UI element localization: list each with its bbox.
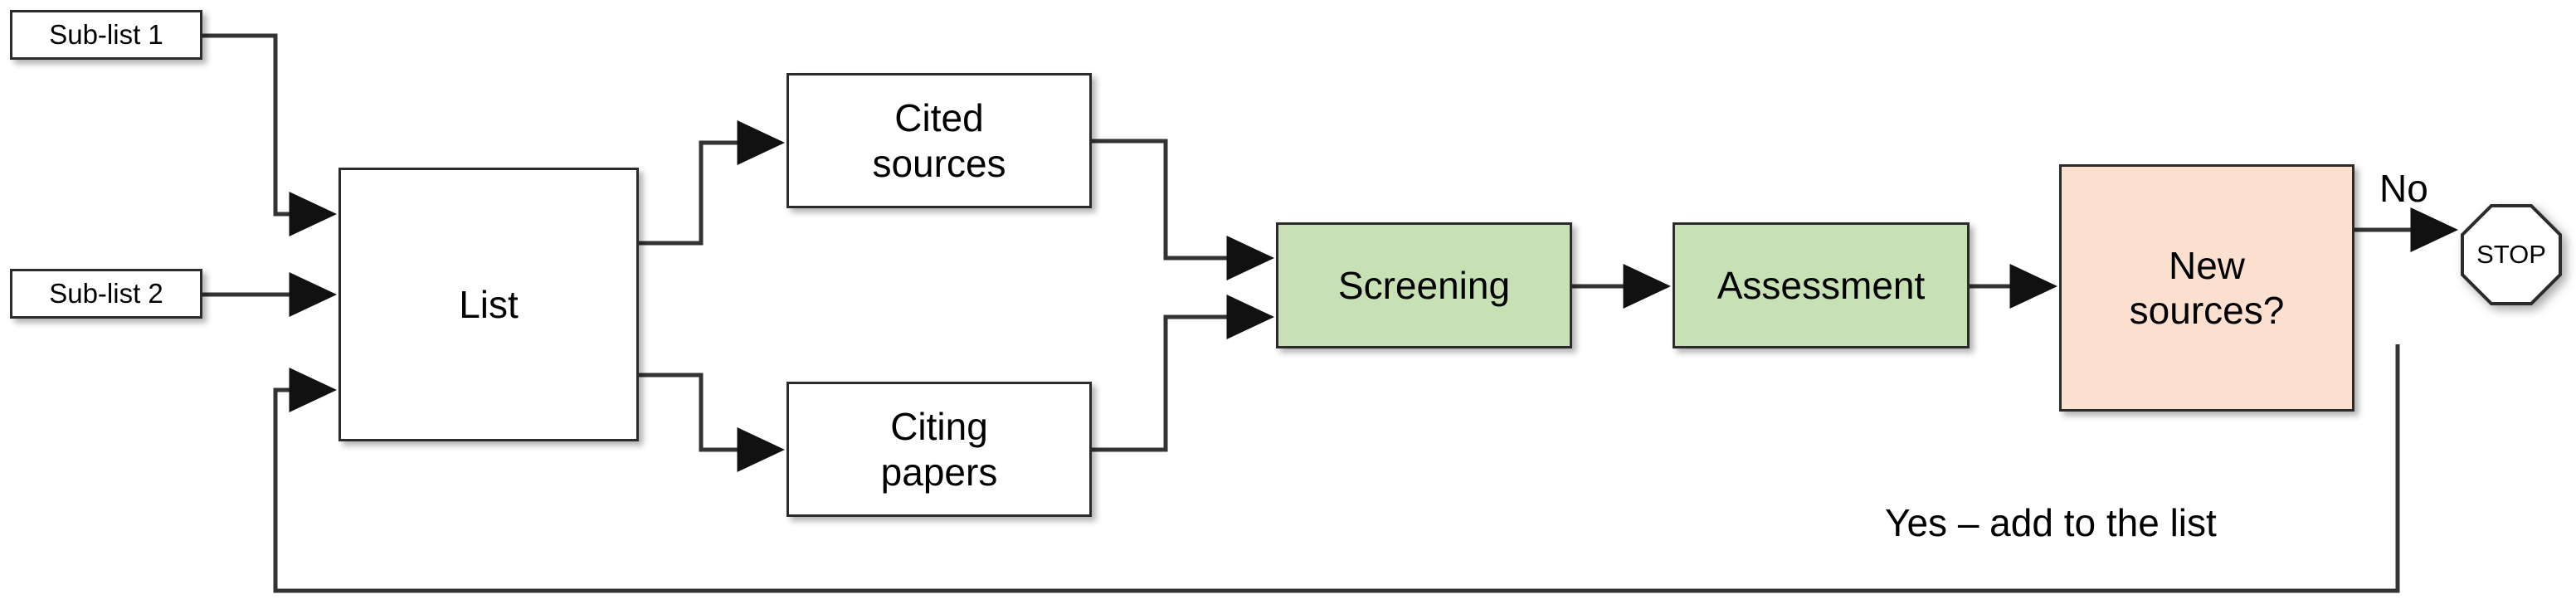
edge-sublist1-to-list	[202, 33, 337, 236]
edge-list-to-citing	[639, 373, 785, 472]
node-cited-sources[interactable]: Cited sources	[786, 73, 1092, 208]
stop-octagon-icon	[2461, 204, 2562, 305]
node-sublist-2[interactable]: Sub-list 2	[10, 269, 202, 319]
edge-label-yes-add-to-the-list: Yes – add to the list	[1885, 501, 2217, 544]
node-citing-papers[interactable]: Citing papers	[786, 382, 1092, 517]
node-screening[interactable]: Screening	[1276, 222, 1572, 348]
node-assessment[interactable]: Assessment	[1673, 222, 1970, 348]
edge-label-no: No	[2379, 167, 2428, 210]
node-citing-papers-label: Citing papers	[880, 405, 998, 494]
edge-loopback-to-list	[273, 344, 2400, 593]
node-new-sources-label: New sources?	[2129, 243, 2285, 332]
node-stop-label: STOP	[2476, 240, 2546, 269]
edge-list-to-cited	[639, 120, 785, 246]
node-cited-sources-label: Cited sources	[872, 96, 1006, 185]
node-sublist-1-label: Sub-list 1	[49, 18, 163, 50]
node-list[interactable]: List	[338, 168, 639, 441]
edge-citing-to-screening	[1092, 295, 1274, 452]
node-stop[interactable]: STOP	[2460, 203, 2563, 306]
node-sublist-2-label: Sub-list 2	[49, 277, 163, 309]
edge-cited-to-screening	[1092, 139, 1274, 280]
node-new-sources[interactable]: New sources?	[2059, 164, 2354, 412]
node-assessment-label: Assessment	[1717, 263, 1926, 307]
node-list-label: List	[459, 282, 519, 326]
node-screening-label: Screening	[1337, 263, 1511, 307]
node-sublist-1[interactable]: Sub-list 1	[10, 10, 202, 60]
